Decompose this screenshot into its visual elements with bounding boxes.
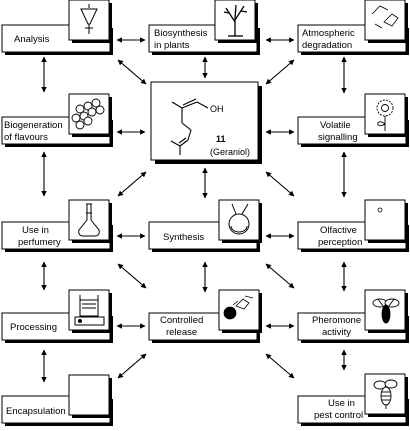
box-pest-control: Use in pest control — [297, 373, 409, 426]
box-biogeneration-line1: Biogeneration — [4, 120, 63, 131]
box-encapsulation-line1: Encapsulation — [6, 406, 66, 417]
geraniol-structure — [170, 98, 209, 155]
compound-number: 11 — [216, 134, 226, 144]
box-volatile-line2: signalling — [318, 132, 358, 143]
compound-name: (Geraniol) — [210, 147, 250, 157]
box-pheromone-line2: activity — [322, 327, 351, 338]
flower-icon — [376, 99, 394, 131]
box-atmospheric-line1: Atmospheric — [302, 28, 355, 39]
box-biogeneration: Biogeneration of flavours — [1, 93, 113, 147]
box-pheromone-line1: Pheromone — [312, 315, 361, 326]
box-controlled-line1: Controlled — [160, 315, 203, 326]
box-pest-line2: pest control — [314, 410, 363, 421]
box-controlled-line2: release — [166, 327, 197, 338]
box-olfactive-line1: Olfactive — [320, 225, 357, 236]
box-atmospheric-line2: degradation — [302, 40, 352, 51]
box-biosynthesis-line1: Biosynthesis — [154, 28, 208, 39]
box-analysis: Analysis — [1, 0, 113, 55]
box-processing: Processing — [1, 289, 113, 343]
sun-rays-icon — [371, 5, 399, 29]
grapes-icon — [71, 98, 105, 130]
box-biosynthesis-line2: in plants — [154, 40, 190, 51]
connector-arrows — [41, 37, 347, 383]
box-processing-line1: Processing — [10, 322, 57, 333]
box-perfumery: Use in perfumery — [1, 199, 113, 252]
box-biosynthesis: Biosynthesis in plants — [148, 0, 260, 55]
box-volatile-line1: Volatile — [320, 120, 351, 131]
box-analysis-line1: Analysis — [14, 34, 50, 45]
box-synthesis: Synthesis — [148, 199, 262, 252]
box-atmospheric: Atmospheric degradation — [297, 0, 409, 55]
box-encapsulation: Encapsulation — [1, 374, 113, 426]
capsule-release-icon — [223, 295, 254, 320]
tree-icon — [223, 4, 248, 37]
dot-icon — [377, 207, 383, 213]
hydroxyl-label: OH — [210, 104, 224, 114]
box-pheromone: Pheromone activity — [297, 289, 409, 343]
insect-icon — [372, 298, 400, 324]
box-olfactive: Olfactive perception — [297, 199, 409, 252]
separatory-funnel-icon — [80, 4, 98, 34]
bee-icon — [373, 379, 398, 409]
box-controlled: Controlled release — [148, 289, 262, 343]
box-pest-line1: Use in — [328, 398, 355, 409]
box-volatile: Volatile signalling — [297, 93, 409, 147]
box-synthesis-line1: Synthesis — [163, 232, 204, 243]
round-bottom-flask-icon — [228, 203, 250, 235]
volumetric-flask-icon — [78, 203, 100, 237]
box-center-geraniol: OH 11 (Geraniol) — [150, 81, 262, 164]
beaker-hotplate-icon — [74, 295, 105, 326]
box-perfumery-line1: Use in — [22, 225, 49, 236]
box-biogeneration-line2: of flavours — [4, 132, 48, 143]
box-olfactive-line2: perception — [318, 237, 362, 248]
box-perfumery-line2: perfumery — [18, 237, 61, 248]
